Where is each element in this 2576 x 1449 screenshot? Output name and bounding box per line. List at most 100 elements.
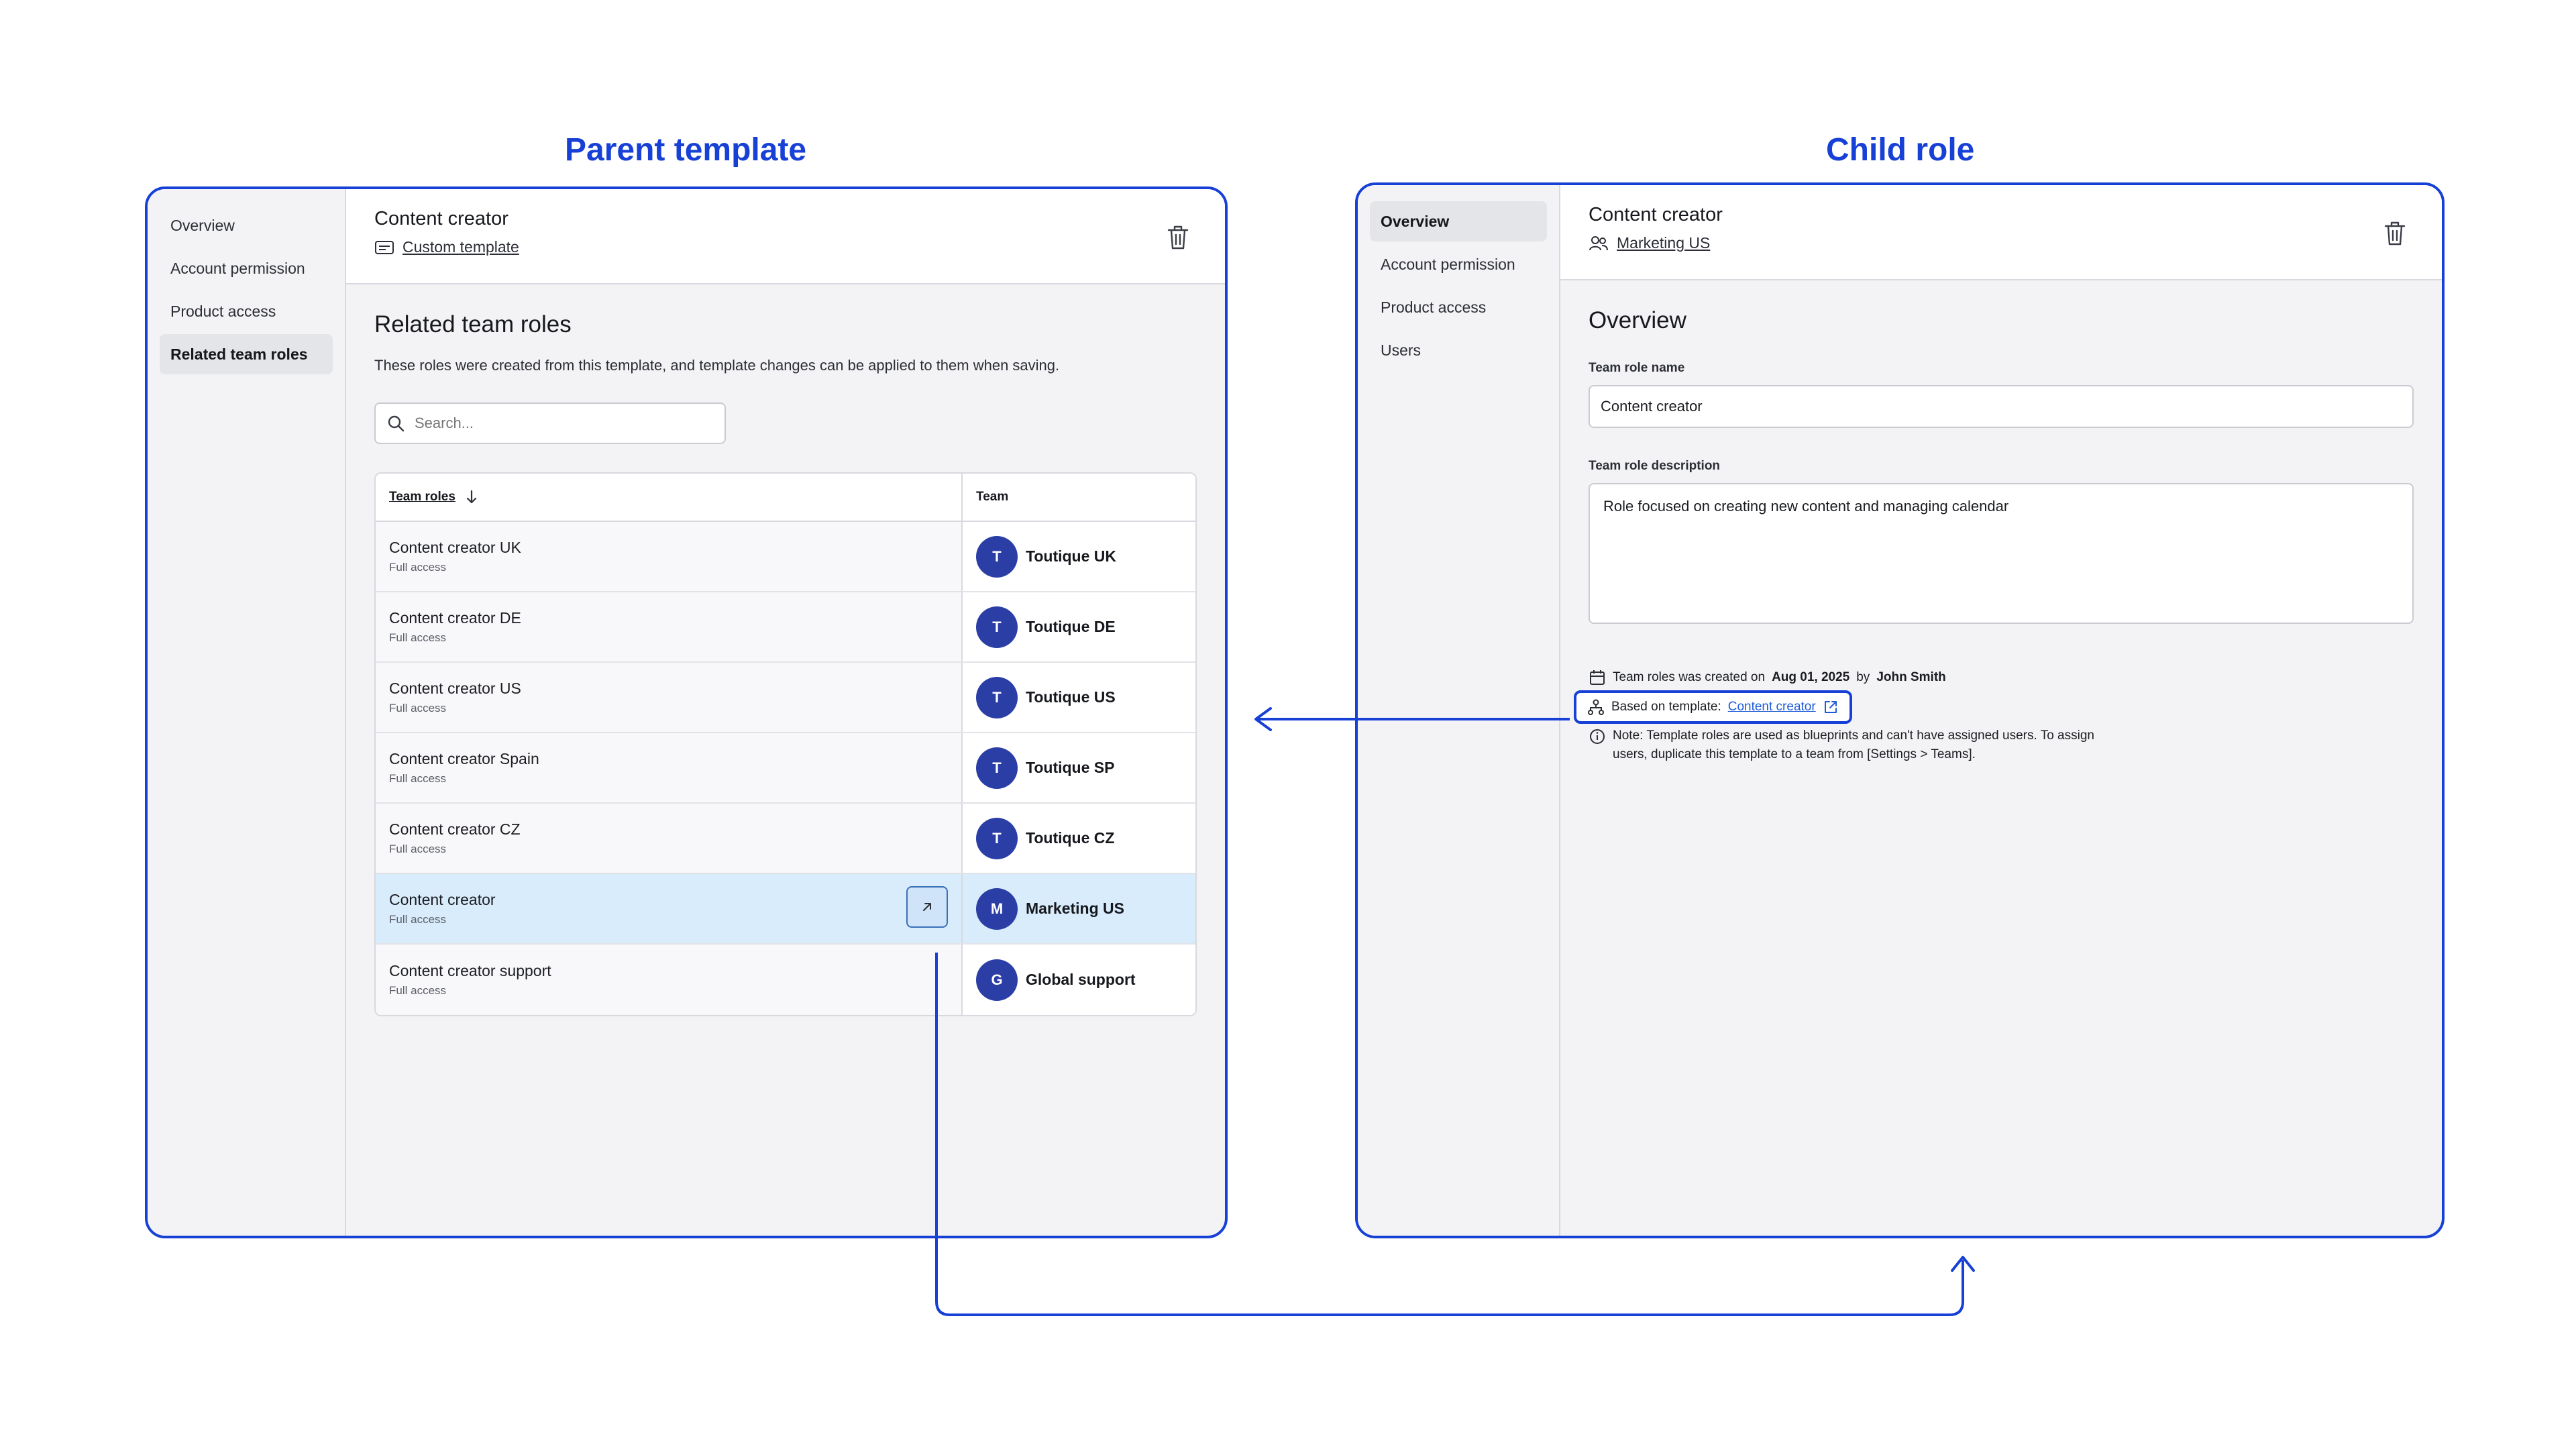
parent-title: Content creator — [374, 208, 508, 229]
open-link-icon — [923, 903, 931, 911]
child-nav-product-access[interactable]: Product access — [1381, 299, 1487, 316]
calendar-icon — [1590, 670, 1605, 685]
avatar: G — [976, 959, 1018, 1001]
parent-content: Related team roles These roles were crea… — [346, 284, 1225, 1236]
template-icon — [375, 240, 394, 254]
note-line-2: users, duplicate this template to a team… — [1613, 747, 1976, 761]
team-role-description-label: Team role description — [1589, 459, 1721, 473]
created-info: Team roles was created on Aug 01, 2025 b… — [1589, 669, 2414, 686]
team-cell: T Toutique DE — [963, 592, 1195, 661]
trash-icon[interactable] — [2383, 220, 2407, 247]
external-link-icon[interactable] — [1823, 699, 1839, 715]
team-role-name-label: Team role name — [1589, 361, 1685, 375]
avatar: T — [976, 747, 1018, 789]
child-main: Content creator Marketing US Overview T — [1560, 185, 2442, 1236]
parent-header: Content creator Custom template — [346, 189, 1225, 284]
col-team-roles[interactable]: Team roles — [376, 474, 963, 521]
child-sidebar: Overview Account permission Product acce… — [1358, 185, 1560, 1236]
overview-title: Overview — [1589, 307, 1686, 333]
parent-template-heading: Parent template — [565, 132, 807, 168]
child-nav-overview[interactable]: Overview — [1370, 201, 1547, 241]
team-cell: G Global support — [963, 945, 1195, 1015]
role-access: Full access — [389, 772, 447, 785]
users-icon — [1589, 235, 1608, 250]
note-line-1: Note: Template roles are used as bluepri… — [1613, 729, 2094, 743]
parent-nav-account-permission[interactable]: Account permission — [170, 260, 305, 277]
team-role-description-input[interactable]: Role focused on creating new content and… — [1589, 483, 2414, 624]
parent-sidebar: Overview Account permission Product acce… — [148, 189, 346, 1236]
search-box[interactable] — [374, 402, 726, 444]
search-input[interactable] — [415, 415, 696, 432]
team-role-name-input[interactable] — [1589, 385, 2414, 428]
role-name: Content creator — [389, 891, 496, 908]
related-roles-title: Related team roles — [374, 311, 572, 337]
open-role-button[interactable] — [906, 886, 948, 928]
team-name: Toutique UK — [1026, 547, 1116, 565]
team-name: Toutique CZ — [1026, 829, 1115, 847]
role-cell: Content creator CZ Full access — [376, 804, 963, 873]
role-access: Full access — [389, 984, 447, 997]
search-icon — [388, 415, 405, 432]
team-cell: T Toutique CZ — [963, 804, 1195, 873]
child-title: Content creator — [1589, 204, 1723, 225]
team-cell: M Marketing US — [963, 874, 1195, 943]
role-access: Full access — [389, 843, 447, 855]
trash-icon[interactable] — [1166, 224, 1190, 251]
created-prefix: Team roles was created on — [1613, 670, 1766, 684]
created-date: Aug 01, 2025 — [1772, 670, 1850, 684]
role-access: Full access — [389, 913, 447, 926]
parent-template-window: Overview Account permission Product acce… — [145, 186, 1228, 1238]
role-cell: Content creator Full access — [376, 874, 963, 943]
table-row[interactable]: Content creator UK Full access T Toutiqu… — [376, 522, 1195, 592]
role-name: Content creator Spain — [389, 750, 539, 767]
child-team-link[interactable]: Marketing US — [1617, 234, 1711, 252]
parent-nav-product-access[interactable]: Product access — [170, 303, 276, 320]
team-name: Toutique US — [1026, 688, 1116, 706]
child-role-heading: Child role — [1826, 132, 1975, 168]
table-row[interactable]: Content creator support Full access G Gl… — [376, 945, 1195, 1015]
team-name: Global support — [1026, 971, 1136, 988]
hierarchy-icon — [1588, 699, 1604, 715]
template-link[interactable]: Content creator — [1727, 700, 1816, 714]
role-cell: Content creator UK Full access — [376, 522, 963, 591]
table-row[interactable]: Content creator DE Full access T Toutiqu… — [376, 592, 1195, 663]
avatar: T — [976, 676, 1018, 718]
parent-nav-related-team-roles[interactable]: Related team roles — [160, 334, 333, 374]
team-name: Marketing US — [1026, 900, 1124, 917]
child-header: Content creator Marketing US — [1560, 185, 2442, 280]
child-subtitle: Marketing US — [1589, 234, 2414, 252]
role-access: Full access — [389, 631, 447, 644]
col-team-roles-label: Team roles — [389, 490, 455, 504]
avatar: T — [976, 817, 1018, 859]
table-row[interactable]: Content creator CZ Full access T Toutiqu… — [376, 804, 1195, 874]
based-prefix: Based on template: — [1611, 700, 1721, 714]
child-nav-account-permission[interactable]: Account permission — [1381, 256, 1515, 273]
team-cell: T Toutique SP — [963, 733, 1195, 802]
created-by: John Smith — [1876, 670, 1946, 684]
parent-main: Content creator Custom template Related … — [346, 189, 1225, 1236]
role-cell: Content creator Spain Full access — [376, 733, 963, 802]
table-row[interactable]: Content creator Spain Full access T Tout… — [376, 733, 1195, 804]
team-name: Toutique SP — [1026, 759, 1115, 776]
based-on-template-box: Based on template: Content creator — [1574, 690, 1852, 724]
child-role-window: Overview Account permission Product acce… — [1355, 182, 2445, 1238]
role-access: Full access — [389, 702, 447, 714]
related-roles-table: Team roles Team Content creator UK Full … — [374, 472, 1197, 1016]
avatar: T — [976, 535, 1018, 578]
role-name: Content creator CZ — [389, 820, 521, 838]
role-name: Content creator DE — [389, 609, 521, 627]
related-roles-description: These roles were created from this templ… — [374, 357, 1060, 374]
table-row-highlighted[interactable]: Content creator Full access M Marketing … — [376, 874, 1195, 945]
avatar: M — [976, 888, 1018, 930]
role-cell: Content creator DE Full access — [376, 592, 963, 661]
child-nav-users[interactable]: Users — [1381, 341, 1421, 359]
template-note: Note: Template roles are used as bluepri… — [1589, 727, 2152, 764]
parent-nav-overview[interactable]: Overview — [170, 217, 235, 234]
role-access: Full access — [389, 561, 447, 574]
parent-subtitle-link[interactable]: Custom template — [402, 238, 519, 256]
created-by-word: by — [1856, 670, 1870, 684]
table-header: Team roles Team — [376, 474, 1195, 522]
table-row[interactable]: Content creator US Full access T Toutiqu… — [376, 663, 1195, 733]
role-cell: Content creator support Full access — [376, 945, 963, 1015]
